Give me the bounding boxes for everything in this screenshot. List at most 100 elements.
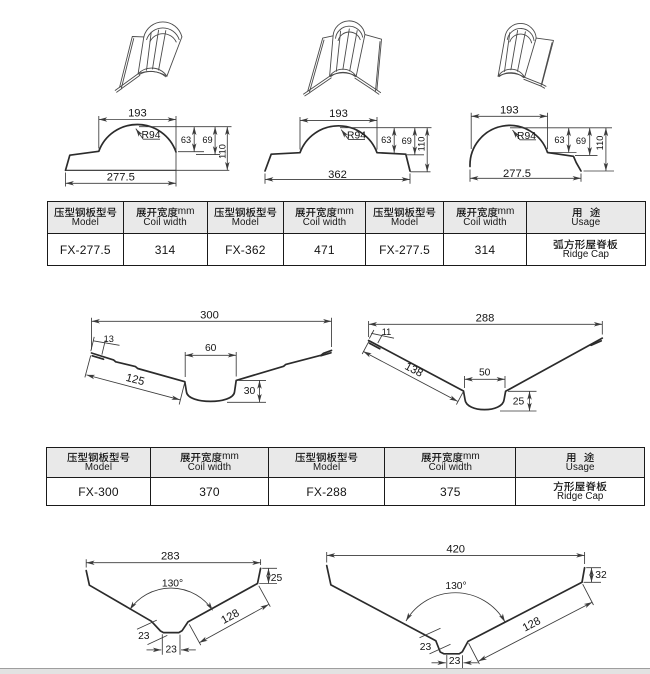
figure-profile-fx277-left: 193 277.5 R94 63 69 110 <box>64 107 232 187</box>
t1-header-model-1: Model <box>47 201 124 234</box>
dim-mid-2: 69 <box>402 136 412 146</box>
t2-header-usage: Usage <box>515 447 645 478</box>
figure-profile-vee283: 283 130° 25 23 23 128 <box>85 551 283 656</box>
t1-header-coil-2: mm Coil width <box>283 201 366 234</box>
t1-header-usage: Usage <box>525 201 647 234</box>
dim-depth-30: 30 <box>244 386 256 397</box>
t1-h6-en: Coil width <box>463 217 507 229</box>
t2-h5-en: Usage <box>565 462 595 474</box>
spec-table-square-ridge: Model mm Coil width Model mm Coil width … <box>46 447 645 506</box>
dim-edge-25: 25 <box>271 573 283 584</box>
t2-h2-zh <box>180 452 222 463</box>
t2-usage: Ridge Cap <box>515 477 645 506</box>
t1-h3-en: Model <box>231 217 259 229</box>
dim-overall-283: 283 <box>161 551 180 563</box>
dim-wing-128-right: 128 <box>521 615 543 634</box>
figure-profile-fx300: 300 13 125 60 30 <box>84 310 333 405</box>
t2-h4-zh <box>421 452 463 463</box>
t1-header-coil-3: mm Coil width <box>443 201 527 234</box>
t2-header-model-1: Model <box>46 447 151 478</box>
dim-top-width-2: 193 <box>329 108 348 120</box>
t2-usage-zh <box>553 481 607 492</box>
dim-step-23-left2: 23 <box>420 642 432 653</box>
t2-header-coil-1: mm Coil width <box>150 447 269 478</box>
dim-angle-420: 130° <box>445 581 466 592</box>
t2-model-2: FX-288 <box>267 477 386 506</box>
figure-arc-ridge-right-wing <box>497 23 554 89</box>
t1-h5-zh <box>373 207 436 218</box>
page-bottom-band <box>0 668 650 674</box>
t2-coil-1: 370 <box>150 477 269 506</box>
t1-h7-en: Usage <box>571 217 601 229</box>
dim-angle-283: 130° <box>162 578 183 589</box>
t2-model-1: FX-300 <box>46 477 151 506</box>
t1-model-3: FX-277.5 <box>364 233 445 266</box>
t1-usage-en: Ridge Cap <box>562 249 609 261</box>
dim-overall-width-2: 362 <box>328 169 347 181</box>
dim-bottom-23b: 23 <box>449 656 461 667</box>
t1-coil-3: 314 <box>443 233 527 266</box>
dim-total-1: 110 <box>217 144 227 159</box>
t1-h6-zh <box>456 207 498 218</box>
t1-h3-zh <box>214 207 277 218</box>
dim-step-23-left: 23 <box>138 631 150 642</box>
t1-header-model-3: Model <box>364 201 445 234</box>
t1-h6-mm: mm <box>497 206 515 217</box>
t1-h1-zh <box>54 207 117 218</box>
dim-bottom-23: 23 <box>165 645 177 656</box>
dim-radius-1: R94 <box>142 130 161 141</box>
dim-wing-125: 125 <box>125 372 146 388</box>
dim-edge-32: 32 <box>595 570 607 581</box>
t1-model-1: FX-277.5 <box>47 233 124 266</box>
t2-h3-zh <box>295 452 358 463</box>
figure-profile-vee420: 420 130° 32 23 23 128 <box>325 543 607 668</box>
dim-wing-128-left: 128 <box>219 607 241 627</box>
t2-h5-zh <box>566 452 594 463</box>
t1-header-coil-1: mm Coil width <box>122 201 208 234</box>
t2-h4-en: Coil width <box>428 462 473 474</box>
t1-coil-1: 314 <box>122 233 208 266</box>
figure-arc-ridge-left-wing <box>114 21 183 93</box>
figure-profile-fx288: 288 11 138 50 25 <box>361 313 604 412</box>
t1-coil-2: 471 <box>283 233 366 266</box>
dim-overall-width-3: 277.5 <box>503 168 531 180</box>
t1-h2-en: Coil width <box>143 217 187 229</box>
t1-header-model-2: Model <box>206 201 285 234</box>
t2-h1-zh <box>67 452 130 463</box>
t1-h2-mm: mm <box>177 206 195 217</box>
dim-crown-2: 63 <box>381 135 391 145</box>
t2-header-model-2: Model <box>267 447 386 478</box>
figure-profile-fx277-right: 193 277.5 R94 63 69 110 <box>469 105 614 182</box>
dim-channel-60: 60 <box>205 343 217 354</box>
dim-top-width-3: 193 <box>500 105 519 117</box>
t1-usage: Ridge Cap <box>525 233 647 266</box>
dim-overall-width-1: 277.5 <box>107 172 135 184</box>
t1-h2-zh <box>136 207 178 218</box>
t2-h1-en: Model <box>84 462 113 474</box>
t1-usage-zh <box>553 239 618 250</box>
dim-overall-300: 300 <box>200 310 219 322</box>
dim-overall-420: 420 <box>446 543 465 555</box>
t1-model-2: FX-362 <box>206 233 285 266</box>
t1-h4-en: Coil width <box>302 217 347 229</box>
dim-mid-1: 69 <box>202 135 212 145</box>
t2-h2-en: Coil width <box>187 462 232 474</box>
t1-h7-zh <box>572 207 600 218</box>
t1-h1-en: Model <box>71 217 99 229</box>
t2-h3-en: Model <box>313 462 341 474</box>
t2-h4-mm: mm <box>463 451 480 462</box>
dim-depth-25: 25 <box>513 397 525 408</box>
dim-crown-3: 63 <box>554 135 564 145</box>
t2-h2-mm: mm <box>222 451 239 462</box>
dim-wing-138: 138 <box>403 361 425 380</box>
t2-coil-2: 375 <box>384 477 517 506</box>
dim-radius-3: R94 <box>517 131 536 142</box>
figure-profile-fx362: 193 362 R94 63 69 110 <box>264 108 432 184</box>
t2-header-coil-2: mm Coil width <box>384 447 517 478</box>
dim-lip-13: 13 <box>104 334 114 344</box>
dim-lip-11: 11 <box>382 327 392 337</box>
dim-overall-288: 288 <box>476 313 495 325</box>
dim-total-3: 110 <box>595 136 605 151</box>
